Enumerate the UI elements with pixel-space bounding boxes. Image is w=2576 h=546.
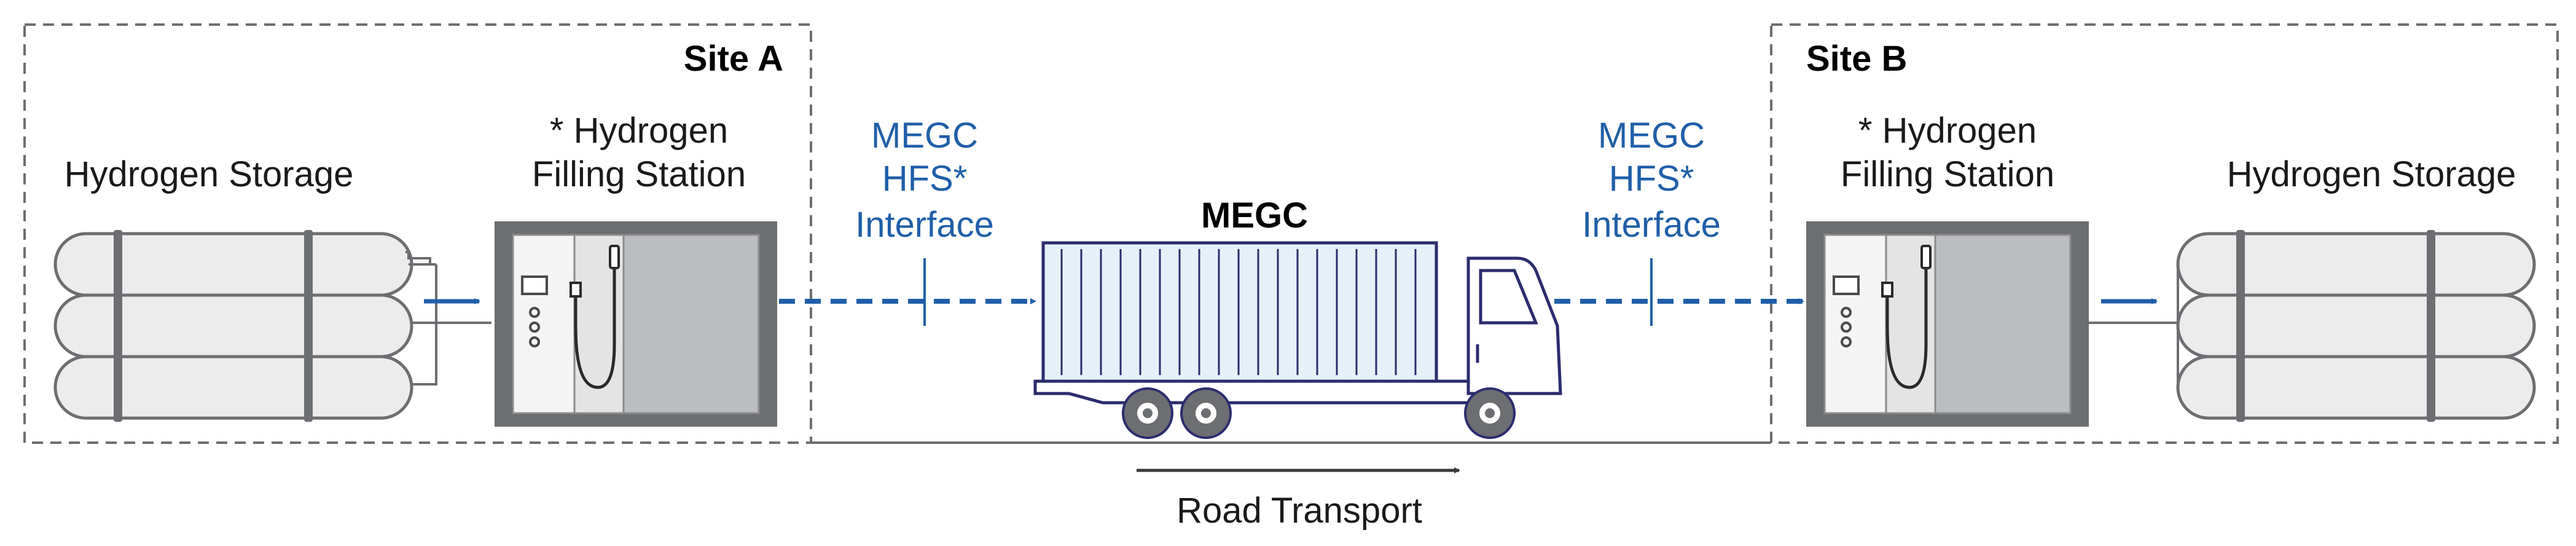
interface-left-line1: MEGC <box>871 116 978 156</box>
site-b-title: Site B <box>1806 39 1907 79</box>
site-b-storage-label: Hydrogen Storage <box>2227 154 2516 194</box>
site-b-station-label-2: Filling Station <box>1841 154 2054 194</box>
site-b-boundary <box>1770 23 2559 444</box>
hydrogen-tank-icon <box>2178 353 2534 422</box>
megc-container <box>1041 241 1438 383</box>
hydrogen-tank-icon <box>2178 230 2534 299</box>
interface-right-line2: HFS* <box>1609 159 1694 199</box>
interface-left-line3: Interface <box>855 205 994 245</box>
site-a-station-label-2: Filling Station <box>532 154 746 194</box>
filling-station-icon <box>495 221 777 427</box>
interface-right-line3: Interface <box>1582 205 1721 245</box>
truck-icon <box>1033 241 1562 439</box>
hydrogen-tank-icon <box>2178 291 2534 360</box>
truck-label: MEGC <box>1201 196 1308 235</box>
hydrogen-tank-icon <box>55 230 412 299</box>
site-a-storage-tanks <box>55 230 491 422</box>
site-a-title: Site A <box>684 39 783 79</box>
hydrogen-tank-icon <box>55 291 412 360</box>
site-b-station-label-1: * Hydrogen <box>1858 111 2037 151</box>
site-a-station-label-1: * Hydrogen <box>550 111 728 151</box>
interface-right-line1: MEGC <box>1598 116 1705 156</box>
site-b-storage-tanks <box>2089 230 2534 422</box>
interface-left-line2: HFS* <box>882 159 968 199</box>
site-a-boundary <box>23 23 812 444</box>
site-a-storage-label: Hydrogen Storage <box>65 154 354 194</box>
filling-station-icon <box>1806 221 2089 427</box>
hydrogen-tank-icon <box>55 353 412 422</box>
road-transport-label: Road Transport <box>1176 491 1422 531</box>
